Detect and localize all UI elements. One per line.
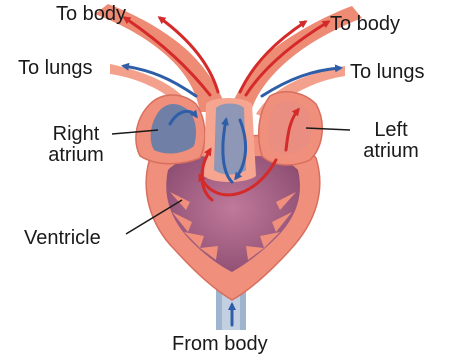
label-to-body-left: To body: [56, 4, 126, 25]
label-to-body-right: To body: [330, 14, 400, 35]
label-to-lungs-left: To lungs: [18, 58, 93, 79]
label-right-atrium-line1: Right: [40, 124, 112, 145]
label-right-atrium-line2: atrium: [40, 145, 112, 166]
label-left-atrium: Left atrium: [352, 120, 430, 162]
label-from-body: From body: [172, 334, 268, 355]
label-right-atrium: Right atrium: [40, 124, 112, 166]
label-left-atrium-line2: atrium: [352, 141, 430, 162]
label-to-lungs-right: To lungs: [350, 62, 425, 83]
label-ventricle: Ventricle: [24, 228, 101, 249]
label-left-atrium-line1: Left: [352, 120, 430, 141]
